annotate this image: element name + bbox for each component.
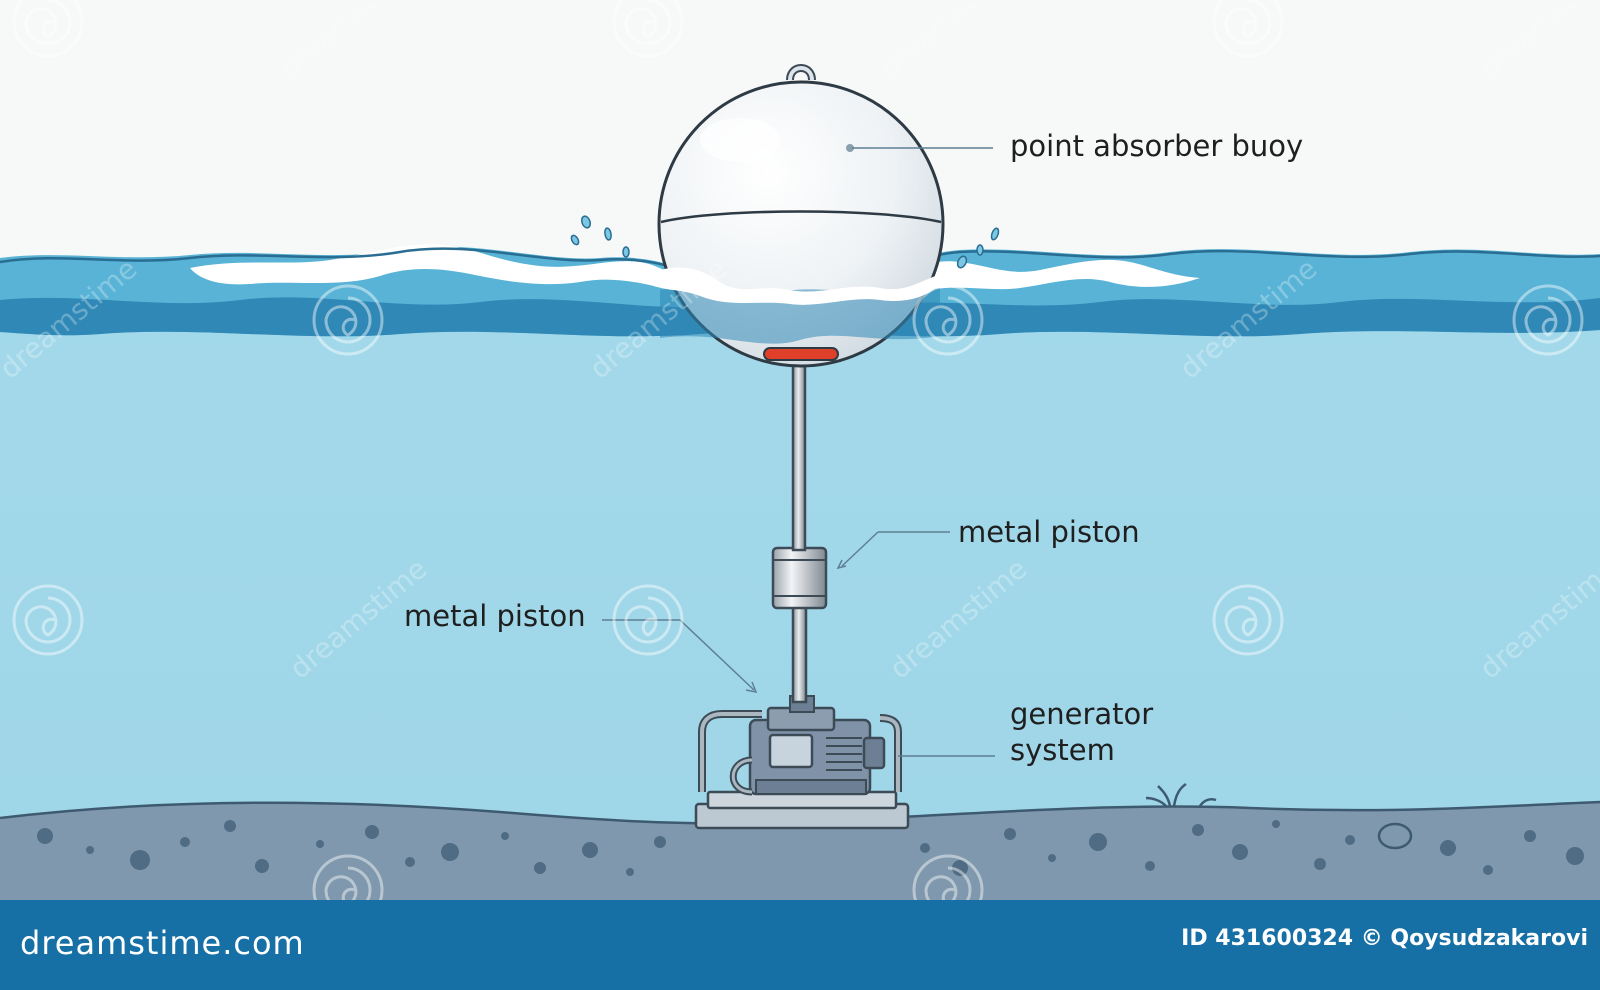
label-generator-line1: generator <box>1010 697 1154 731</box>
seabed-stone <box>1377 822 1413 850</box>
footer-bar: dreamstime.com ID 431600324 © Qoysudzaka… <box>0 900 1600 990</box>
wave-foam <box>190 244 1200 292</box>
seaweed <box>1145 782 1217 807</box>
label-metal-piston-lower: metal piston <box>404 599 586 633</box>
upper-piston-rod <box>791 358 807 552</box>
label-leader-lines <box>602 144 995 757</box>
footer-logo: dreamstime.com <box>20 924 305 962</box>
label-metal-piston-upper: metal piston <box>958 515 1140 549</box>
splash-droplets <box>570 215 1000 269</box>
piston-cylinder <box>771 546 828 610</box>
generator-system <box>694 695 910 830</box>
buoy-foam <box>640 267 950 305</box>
label-generator-system: generator system <box>1010 696 1153 768</box>
wave-energy-scene: dreamstime dreamstime dreamstime dreamst… <box>0 0 1600 900</box>
label-point-absorber-buoy: point absorber buoy <box>1010 129 1304 163</box>
footer-image-id: ID 431600324 © Qoysudzakarovi <box>1181 926 1588 951</box>
seabed-pebbles <box>37 820 1584 876</box>
lower-piston-rod <box>791 604 808 704</box>
label-generator-line2: system <box>1010 733 1115 767</box>
wave-crest-line <box>0 247 1600 278</box>
